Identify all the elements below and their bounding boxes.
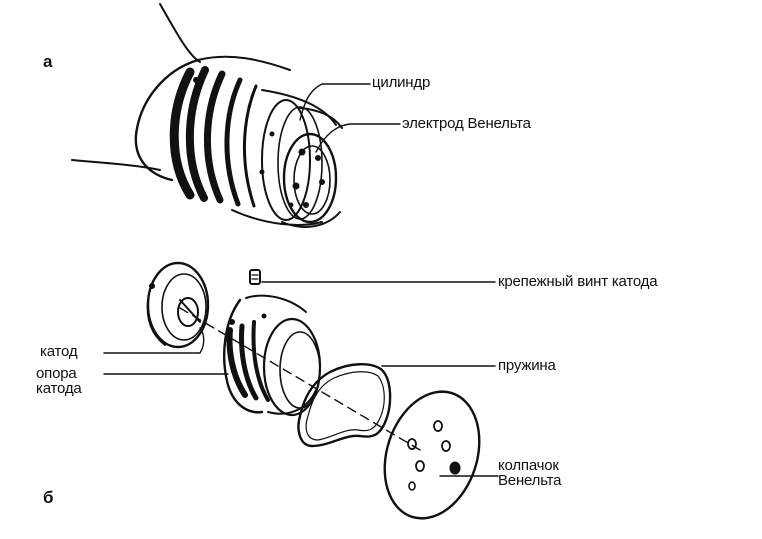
exploded-view <box>103 261 499 520</box>
panel-label-a: а <box>43 52 53 71</box>
assembled-gun <box>71 3 401 228</box>
label-wehnelt-cap: колпачок Венельта <box>498 457 562 489</box>
label-wehnelt-electrode: электрод Венельта <box>402 115 531 132</box>
label-cathode-support-line1: опора <box>36 365 77 382</box>
label-wehnelt-cap-line2: Венельта <box>498 472 562 489</box>
label-cathode-support-line2: катода <box>36 380 82 397</box>
label-spring: пружина <box>498 357 556 374</box>
label-cylinder: цилиндр <box>372 74 431 91</box>
label-cathode-support: опора катода <box>36 366 82 396</box>
label-cathode-screw: крепежный винт катода <box>498 273 658 290</box>
label-wehnelt-cap-line1: колпачок <box>498 457 559 474</box>
label-cathode: катод <box>40 343 78 360</box>
panel-label-b: б <box>43 488 54 507</box>
